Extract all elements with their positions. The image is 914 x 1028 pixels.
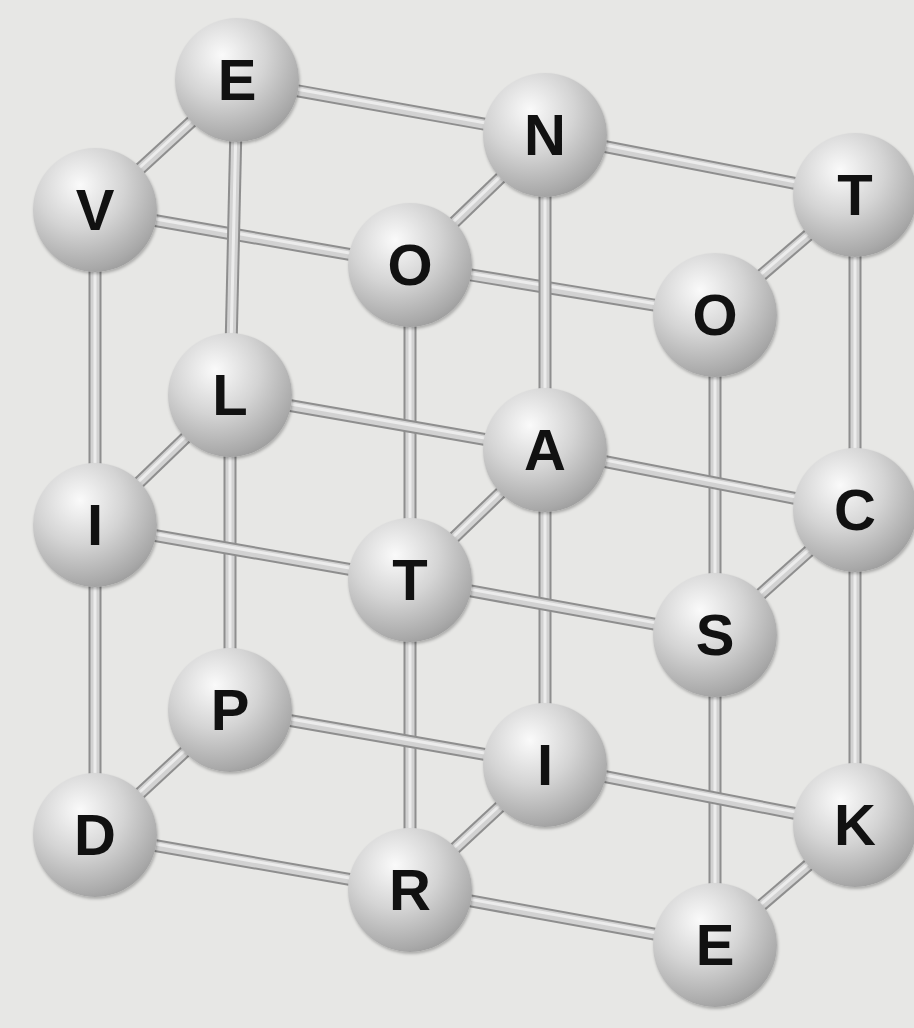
letter-sphere: O: [653, 253, 777, 377]
sphere-letter: A: [524, 421, 566, 479]
rod-highlight: [604, 145, 796, 182]
lattice-rod: [154, 844, 351, 880]
letter-sphere: S: [653, 573, 777, 697]
sphere-letter: E: [696, 916, 735, 974]
rod-highlight: [154, 219, 351, 253]
letter-sphere: C: [793, 448, 914, 572]
rod-highlight: [289, 404, 486, 438]
letter-sphere: I: [483, 703, 607, 827]
rod-highlight: [409, 639, 412, 829]
rod-highlight: [761, 863, 810, 905]
lattice-rod: [154, 219, 351, 255]
rod-highlight: [139, 749, 186, 792]
lattice-rod: [95, 269, 96, 466]
rod-highlight: [139, 119, 192, 168]
lattice-rod: [138, 435, 187, 483]
lattice-rod: [604, 145, 796, 184]
rod-highlight: [854, 569, 857, 764]
lattice-rod: [95, 584, 96, 776]
lattice-rod: [289, 404, 486, 440]
rod-highlight: [469, 899, 656, 933]
letter-sphere: P: [168, 648, 292, 772]
lattice-rod: [761, 863, 810, 906]
lattice-rod: [545, 194, 546, 391]
lattice-rod: [855, 569, 856, 766]
rod-highlight: [761, 233, 810, 275]
rod-highlight: [469, 589, 656, 623]
lattice-rod: [296, 89, 486, 124]
sphere-letter: I: [87, 496, 103, 554]
lattice-rod: [715, 694, 716, 886]
sphere-letter: N: [524, 106, 566, 164]
rod-highlight: [94, 584, 97, 774]
rod-highlight: [854, 254, 857, 449]
letter-sphere: E: [175, 18, 299, 142]
rod-highlight: [454, 804, 501, 847]
lattice-rod: [604, 775, 796, 814]
rod-highlight: [714, 694, 717, 884]
lattice-rod: [469, 273, 656, 305]
sphere-letter: E: [218, 51, 257, 109]
letter-sphere: T: [348, 518, 472, 642]
rod-highlight: [138, 435, 187, 482]
letter-sphere: I: [33, 463, 157, 587]
sphere-letter: P: [211, 681, 250, 739]
lattice-rod: [469, 899, 656, 934]
rod-highlight: [453, 175, 502, 222]
sphere-letter: K: [834, 796, 876, 854]
rod-highlight: [94, 269, 97, 464]
lattice-rod: [715, 374, 716, 576]
lattice-rod: [760, 548, 810, 595]
letter-sphere: D: [33, 773, 157, 897]
lattice-rod: [139, 749, 186, 794]
rod-highlight: [714, 374, 717, 574]
sphere-letter: V: [76, 181, 115, 239]
lattice-rod: [454, 804, 501, 849]
sphere-letter: S: [696, 606, 735, 664]
rod-highlight: [469, 273, 656, 304]
rod-highlight: [544, 194, 547, 389]
lattice-rod: [604, 460, 796, 499]
lattice-rod: [453, 490, 502, 538]
lattice-rod: [289, 719, 486, 755]
rod-highlight: [760, 548, 810, 593]
rod-highlight: [231, 138, 235, 333]
lattice-rod: [154, 534, 351, 570]
lattice-rod: [453, 175, 502, 223]
sphere-letter: L: [212, 366, 247, 424]
rod-highlight: [604, 775, 796, 812]
rod-highlight: [453, 490, 502, 537]
letter-sphere: L: [168, 333, 292, 457]
letter-sphere: N: [483, 73, 607, 197]
letter-sphere: V: [33, 148, 157, 272]
lattice-rod: [761, 233, 810, 276]
sphere-letter: C: [834, 481, 876, 539]
lattice-rod: [855, 254, 856, 451]
rod-highlight: [154, 534, 351, 568]
lattice-rod: [469, 589, 656, 624]
rod-highlight: [154, 844, 351, 878]
rod-highlight: [289, 719, 486, 753]
sphere-letter: T: [392, 551, 427, 609]
sphere-letter: T: [837, 166, 872, 224]
lattice-rod: [410, 639, 411, 831]
letter-sphere: E: [653, 883, 777, 1007]
sphere-letter: I: [537, 736, 553, 794]
letter-sphere: O: [348, 203, 472, 327]
letter-sphere: T: [793, 133, 914, 257]
lattice-rod: [139, 119, 192, 169]
rod-highlight: [296, 89, 486, 123]
sphere-letter: O: [692, 286, 737, 344]
letter-sphere: R: [348, 828, 472, 952]
rod-highlight: [604, 460, 796, 497]
lattice-rod: [231, 138, 235, 335]
letter-sphere: A: [483, 388, 607, 512]
sphere-letter: R: [389, 861, 431, 919]
letter-sphere: K: [793, 763, 914, 887]
sphere-letter: O: [387, 236, 432, 294]
sphere-letter: D: [74, 806, 116, 864]
